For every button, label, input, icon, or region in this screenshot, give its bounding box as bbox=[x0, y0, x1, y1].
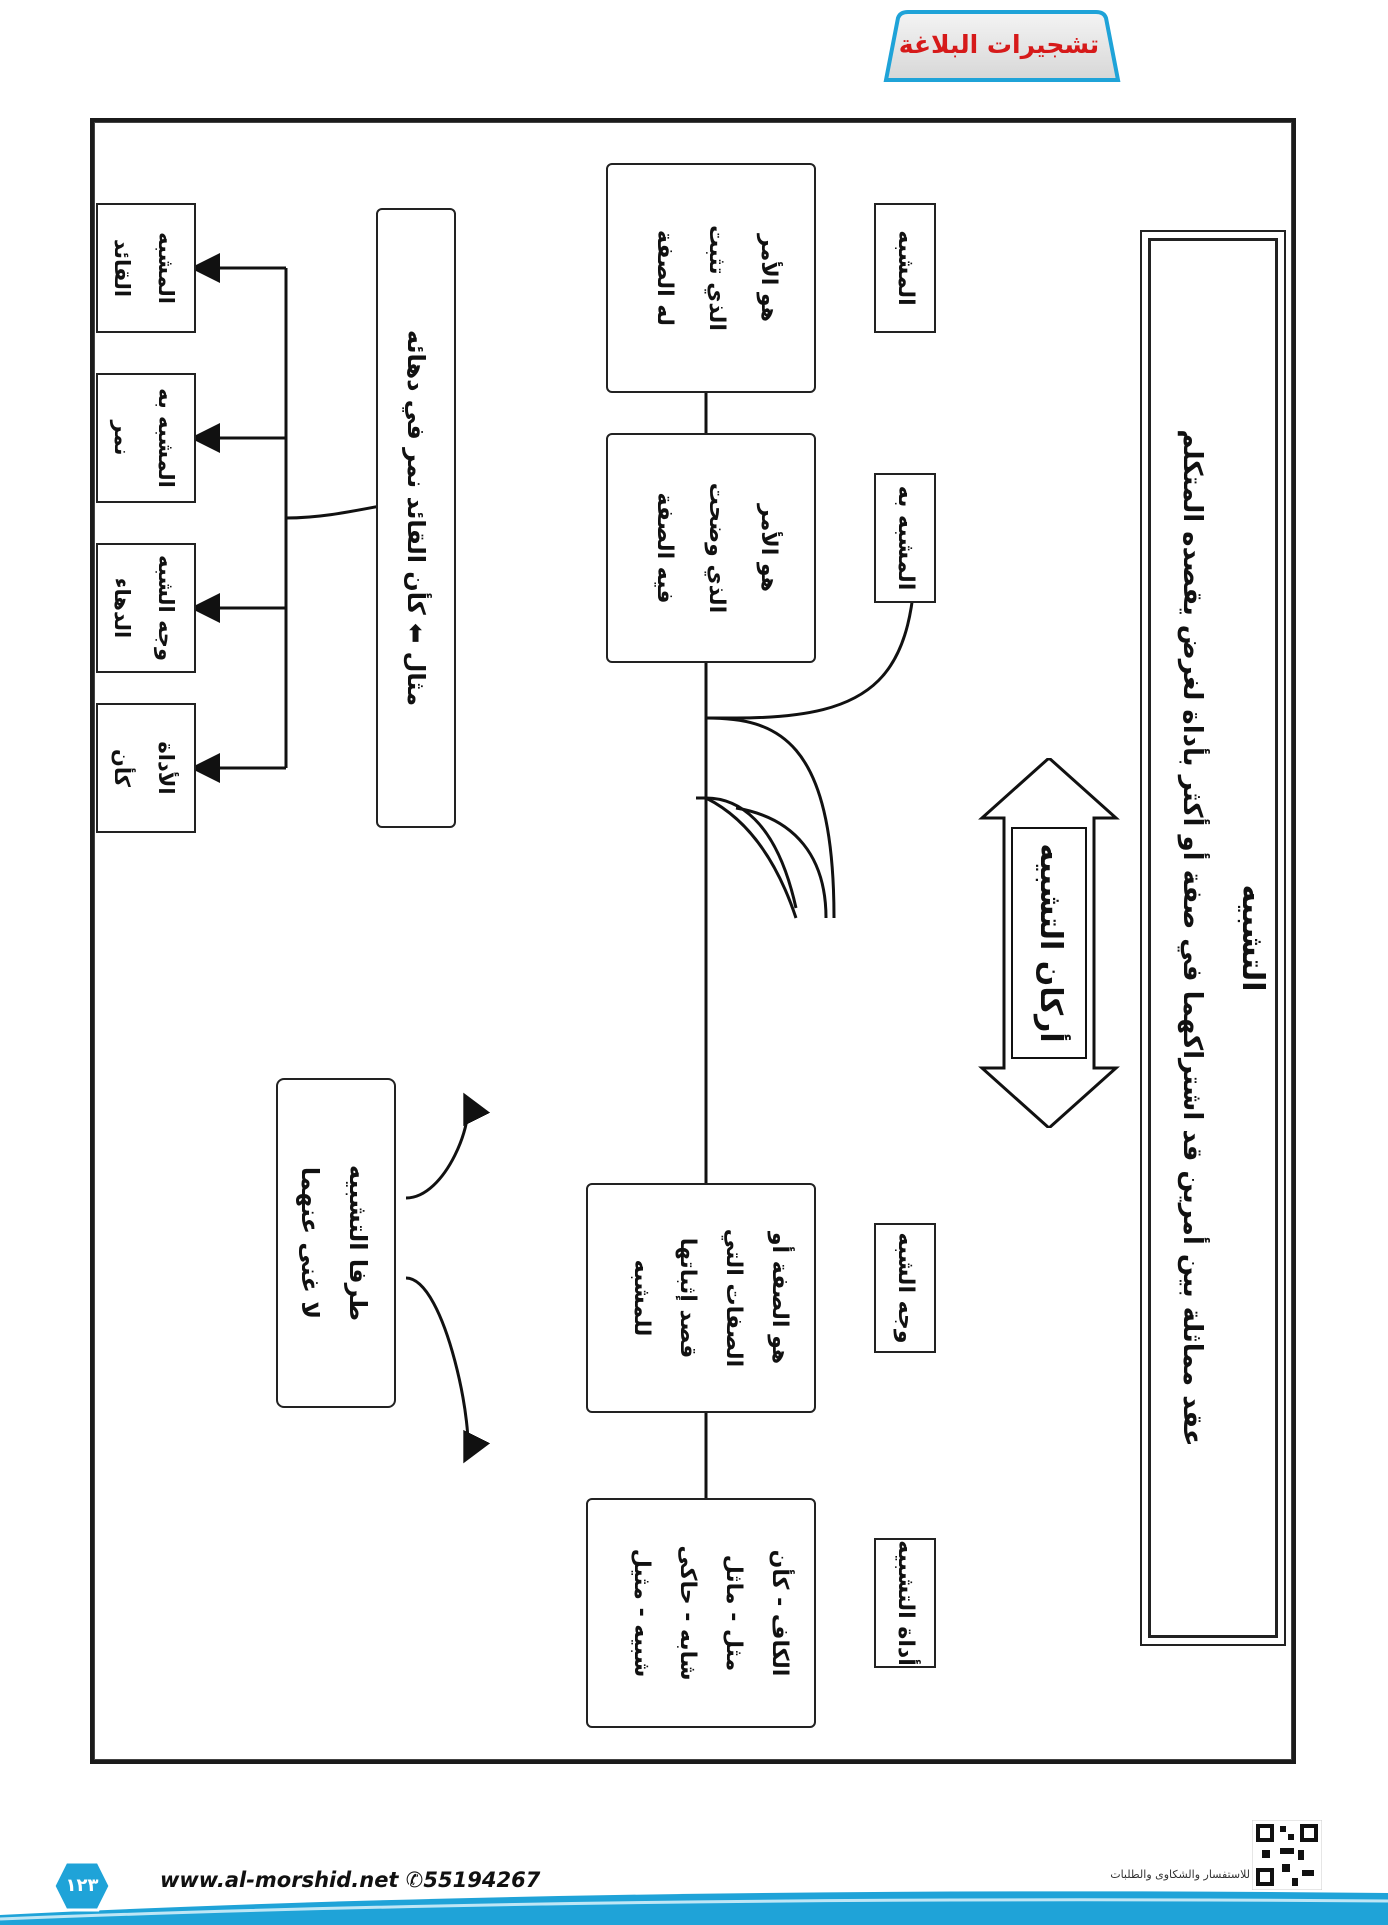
example-role: المشبه bbox=[154, 232, 178, 304]
pillar-line: شابه - حاكى bbox=[675, 1545, 700, 1681]
pillar-line: قصد إثباتها bbox=[675, 1237, 700, 1359]
pillars-label: أركان التشبيه bbox=[1033, 843, 1068, 1043]
page-section-title: تشجيرات البلاغة bbox=[898, 30, 1100, 59]
note-scroll: طرفا التشبيه لا غنى عنهما bbox=[276, 1078, 396, 1408]
pillar-line: للمشبه bbox=[629, 1259, 654, 1337]
pillar-tag-compared: المشبه bbox=[874, 203, 936, 333]
pillar-card-likeness: هو الصفة أو الصفات التي قصد إثباتها للمش… bbox=[586, 1183, 816, 1413]
header-tab-shape bbox=[883, 10, 1121, 82]
example-value: نمر bbox=[110, 420, 134, 456]
example-value: القائد bbox=[110, 238, 134, 298]
pillars-banner-shape bbox=[978, 758, 1120, 1128]
phone-number: 55194267 bbox=[423, 1868, 541, 1892]
pillar-line: الذي تثبت bbox=[704, 225, 729, 331]
pillar-tag-tool: أداة التشبيه bbox=[874, 1538, 936, 1668]
arrow-left-icon: ⬅ bbox=[402, 614, 430, 644]
pillar-tag-likeness: وجه الشبه bbox=[874, 1223, 936, 1353]
example-value: كأن bbox=[110, 748, 134, 788]
qr-caption: للاستفسار والشكاوى والطلبات bbox=[1110, 1868, 1250, 1881]
example-item-tool: الأداة كأن bbox=[96, 703, 196, 833]
example-role: وجه الشبه bbox=[154, 555, 178, 661]
example-item-compared-to: المشبه به نمر bbox=[96, 373, 196, 503]
pillar-line: له الصفة bbox=[652, 230, 677, 326]
website-link[interactable]: www.al-morshid.net bbox=[160, 1868, 399, 1892]
pillar-line: هو الصفة أو bbox=[767, 1231, 792, 1365]
pillar-line: الكاف - كأن bbox=[767, 1549, 792, 1677]
example-banner: مثال ⬅ كأن القائد نمر في دهائه bbox=[376, 208, 456, 828]
example-text: كأن القائد نمر في دهائه bbox=[402, 329, 430, 615]
pillar-line: شبيه - مثيل bbox=[629, 1548, 654, 1678]
pillar-line: الذي وضحت bbox=[704, 482, 729, 614]
footer-contact: www.al-morshid.net ✆55194267 bbox=[160, 1868, 580, 1902]
pillar-line: هو الأمر bbox=[756, 234, 781, 322]
example-role: المشبه به bbox=[154, 388, 178, 488]
pillar-card-tool: الكاف - كأن مثل - ماثل شابه - حاكى شبيه … bbox=[586, 1498, 816, 1728]
example-value: الدهاء bbox=[110, 577, 134, 639]
phone-icon: ✆ bbox=[405, 1868, 424, 1892]
rotated-diagram: التشبيه عقد مماثلة بين أمرين قد اشتراكهم… bbox=[90, 118, 1296, 1764]
pillar-card-compared-to: هو الأمر الذي وضحت فيه الصفة bbox=[606, 433, 816, 663]
page-number-badge bbox=[52, 1860, 112, 1912]
example-item-likeness: وجه الشبه الدهاء bbox=[96, 543, 196, 673]
definition-text: عقد مماثلة بين أمرين قد اشتراكهما في صفة… bbox=[1177, 429, 1207, 1447]
page-number: ١٢٣ bbox=[65, 1875, 99, 1896]
pillar-tag-compared-to: المشبه به bbox=[874, 473, 936, 603]
pillar-line: الصفات التي bbox=[721, 1228, 746, 1368]
pillar-line: هو الأمر bbox=[756, 504, 781, 592]
pillar-line: مثل - ماثل bbox=[721, 1554, 746, 1672]
pillar-line: فيه الصفة bbox=[652, 492, 677, 604]
example-item-compared: المشبه القائد bbox=[96, 203, 196, 333]
note-line: طرفا التشبيه bbox=[344, 1164, 372, 1322]
example-role: الأداة bbox=[154, 741, 178, 795]
example-label: مثال bbox=[402, 651, 430, 707]
qr-code-icon[interactable] bbox=[1252, 1820, 1322, 1890]
note-line: لا غنى عنهما bbox=[296, 1166, 324, 1320]
diagram-frame bbox=[90, 118, 1296, 1764]
footer-bar bbox=[0, 1891, 1388, 1925]
pillar-card-compared: هو الأمر الذي تثبت له الصفة bbox=[606, 163, 816, 393]
definition-title: التشبيه bbox=[1235, 884, 1270, 992]
